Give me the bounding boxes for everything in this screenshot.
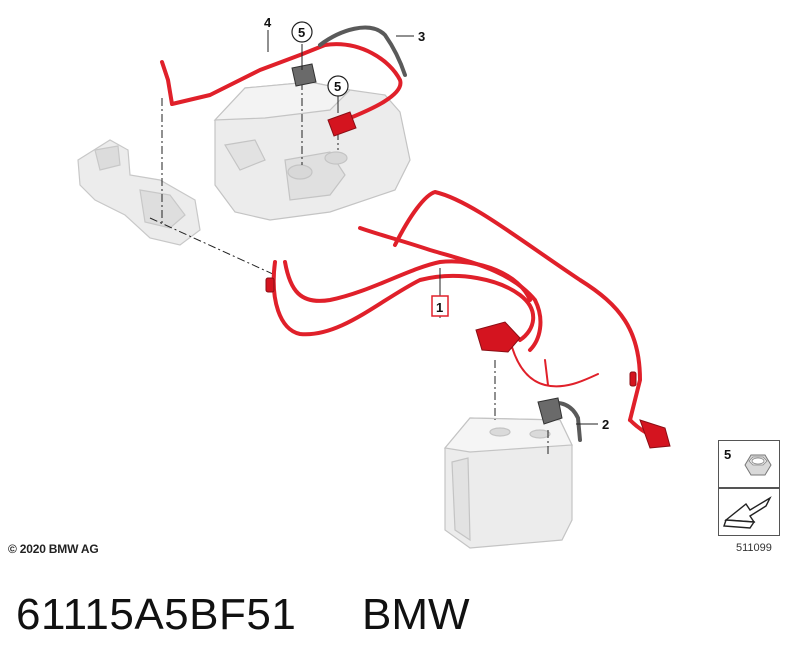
part-number: 61115A5BF51: [16, 590, 297, 639]
callout-5a: 5: [298, 25, 305, 40]
red-connectors: [265, 111, 671, 449]
legend-item-5: 5: [718, 440, 780, 488]
callout-1: 1: [436, 300, 443, 315]
grey-terminals: [291, 63, 563, 425]
hex-nut-icon: [744, 454, 772, 476]
legend-direction: [718, 488, 780, 536]
parts-legend: 5: [718, 440, 780, 536]
brand-name: BMW: [362, 590, 470, 639]
callout-2: 2: [602, 417, 609, 432]
callout-circle-5b: [327, 75, 349, 97]
direction-arrow-icon: [723, 496, 772, 529]
battery: [443, 417, 573, 549]
red-cable-harness: [160, 42, 667, 441]
grey-cables: [318, 25, 582, 442]
mounting-bracket: [77, 139, 201, 246]
legend-item-number: 5: [724, 447, 732, 462]
callout-5b: 5: [334, 79, 341, 94]
callout-box-1: [431, 295, 449, 317]
diagram-code: 511099: [736, 542, 772, 554]
copyright-notice: © 2020 BMW AG: [8, 542, 99, 556]
callout-4: 4: [264, 15, 272, 30]
callout-circle-5a: [291, 21, 313, 43]
control-unit: [213, 81, 411, 221]
callout-3: 3: [418, 29, 425, 44]
wiring-diagram: 4 3 5 5 1 2: [77, 15, 671, 549]
reference-lines: [149, 82, 549, 455]
